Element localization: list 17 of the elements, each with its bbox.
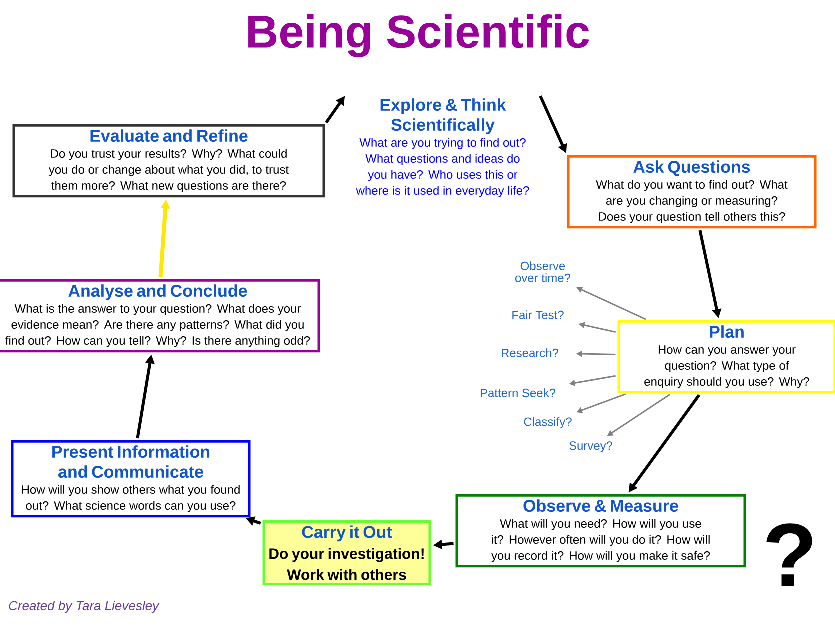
stage-text: Explore & Think Scientifically What are you trying to find out? What questions and ideas do you have? Who uses this or where is it used in everyday life? [356,98,530,198]
stage-box: Ask Questions What do you want to find out? What are you changing or measuring? Does your question tell others this? [567,155,817,229]
stage-box: Present Information and Communicate How will you show others what you found out? What science words can you use? [11,440,251,518]
link-text: Survey? [570,442,613,452]
stage-box: Plan How can you answer your question? What type of enquiry should you use? Why? [618,320,835,394]
link-text: Classify? [524,417,572,429]
credit-text: Created by Tara Lievesley [9,600,160,614]
link-text: Pattern Seek? [480,388,556,398]
stage-box: Evaluate and Refine Do you trust your results? Why? What could you do or change about what you did, to trust them more? What new questions are there? [12,124,326,198]
title: Being Scientific [248,14,590,58]
link-text: Fair Test? [512,310,564,320]
question-mark: ? [766,524,812,586]
stage-box: Observe & Measure What will you need? How will you use it? However often will you do it? How will you record it? How will you make it safe? [456,494,746,568]
link-text: Research? [502,348,559,358]
link-text: Observe over time? [516,262,571,282]
stage-box: Carry it Out Do your investigation! Work with others [262,520,432,586]
stage-box: Analyse and Conclude What is the answer to your question? What does your evidence mean? Are there any patterns? What did you find out? How can you tell? Why? Is there anything odd? [0,279,320,353]
